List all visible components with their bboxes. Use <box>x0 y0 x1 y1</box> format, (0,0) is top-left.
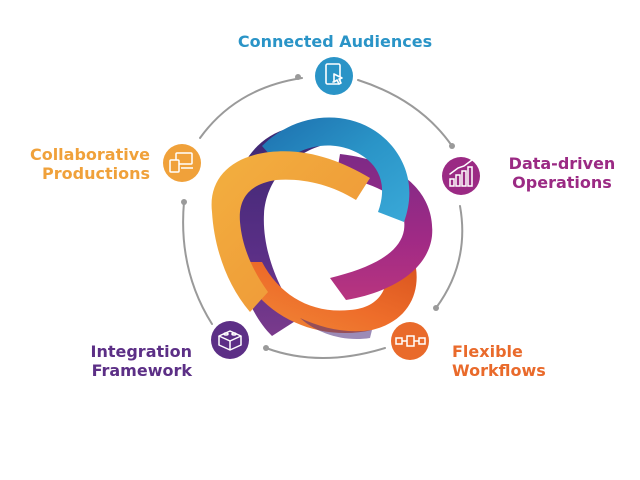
label-collaborative-productions: Collaborative Productions <box>10 145 150 183</box>
node-flex <box>391 322 429 360</box>
label-line: Connected Audiences <box>237 32 433 51</box>
ribbon-orange <box>238 262 417 334</box>
label-line: Workflows <box>452 361 546 380</box>
ring-arc-collab-connected <box>199 77 303 139</box>
label-connected-audiences: Connected Audiences <box>200 32 470 51</box>
workflow-nodes-icon <box>395 335 426 347</box>
tablet-touch-icon <box>325 63 343 85</box>
label-line: Data-driven <box>508 154 616 173</box>
label-line: Framework <box>91 361 192 380</box>
ring-dot <box>263 345 269 351</box>
label-line: Collaborative <box>29 145 150 164</box>
interlocking-ribbons <box>211 117 433 340</box>
node-data <box>442 157 480 195</box>
label-line: Productions <box>42 164 150 183</box>
label-integration-framework: Integration Framework <box>60 342 193 380</box>
ring-dot <box>449 143 455 149</box>
ring-arc-integ-collab <box>182 201 213 325</box>
building-block-icon <box>218 330 242 351</box>
label-line: Flexible <box>452 342 523 361</box>
ring-dot <box>433 305 439 311</box>
multi-device-icon <box>169 152 193 173</box>
label-flexible-workflows: Flexible Workflows <box>452 342 572 380</box>
label-line: Operations <box>512 173 612 192</box>
bar-chart-icon <box>449 159 473 187</box>
ring-arc-flex-integ <box>265 347 386 359</box>
ribbon-purple-overlap <box>300 318 372 340</box>
node-integ <box>211 321 249 359</box>
ribbon-blue <box>262 117 410 222</box>
ring-dot <box>295 74 301 80</box>
label-line: Integration <box>90 342 193 361</box>
node-circle <box>391 322 429 360</box>
ring-arc-data-flex <box>435 205 464 309</box>
node-circle <box>163 144 201 182</box>
node-connected <box>315 57 353 95</box>
ribbon-gold <box>211 151 370 312</box>
connector-ring <box>182 77 464 359</box>
node-circle <box>442 157 480 195</box>
node-collab <box>163 144 201 182</box>
label-data-driven-operations: Data-driven Operations <box>492 154 632 192</box>
ring-dot <box>181 199 187 205</box>
node-circle <box>211 321 249 359</box>
ring-arc-connected-data <box>357 79 453 147</box>
